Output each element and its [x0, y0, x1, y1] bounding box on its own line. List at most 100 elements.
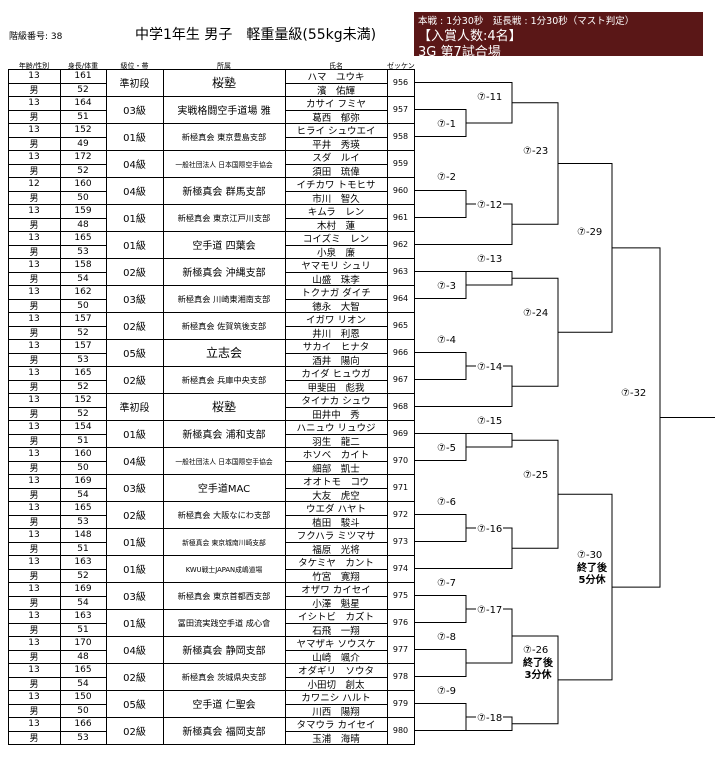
bout-16[interactable]: ⑦-16 [476, 524, 504, 535]
entry-name-kanji: 竹宮 寛翔 [312, 571, 360, 583]
entry-rank: 01級 [123, 241, 146, 252]
bout-25[interactable]: ⑦-25 [522, 470, 550, 481]
entry-weight: 50 [77, 462, 89, 473]
entry-rank: 01級 [123, 565, 146, 576]
entry-height: 148 [74, 530, 92, 540]
entry-name-kana: カイダ ヒュウガ [301, 369, 371, 380]
entry-age: 13 [28, 638, 40, 648]
table-row-mid-border [8, 245, 106, 246]
table-row-mid-border [285, 623, 387, 624]
entry-height: 152 [74, 125, 92, 135]
table-row-border [8, 555, 414, 556]
entry-weight: 52 [77, 570, 89, 581]
bout-3[interactable]: ⑦-3 [436, 281, 457, 292]
entry-rank: 04級 [123, 160, 146, 171]
entry-name-kana: タケミヤ カント [298, 558, 374, 569]
table-row-mid-border [285, 110, 387, 111]
bout-2[interactable]: ⑦-2 [436, 172, 457, 183]
entry-club: 新極真会 沖縄支部 [182, 268, 266, 279]
bout-11[interactable]: ⑦-11 [476, 92, 504, 103]
entry-weight: 51 [77, 543, 89, 554]
bout-14[interactable]: ⑦-14 [476, 362, 504, 373]
bout-7[interactable]: ⑦-7 [436, 578, 457, 589]
bout-13[interactable]: ⑦-13 [476, 254, 504, 265]
bout-29[interactable]: ⑦-29 [576, 227, 604, 238]
entry-sex: 男 [29, 626, 39, 636]
bracket-line [414, 514, 467, 542]
entry-sex: 男 [29, 248, 39, 258]
bracket-line [512, 277, 559, 387]
entry-bib: 974 [392, 564, 409, 573]
entry-rank: 01級 [123, 619, 146, 630]
table-row-mid-border [8, 326, 106, 327]
entry-sex: 男 [29, 140, 39, 150]
winners-count: 【入賞人数:4名】 [418, 29, 522, 44]
entry-sex: 男 [29, 329, 39, 339]
bout-30[interactable]: ⑦-30 [576, 550, 604, 561]
entry-height: 162 [74, 287, 92, 297]
entry-bib: 978 [392, 672, 409, 681]
table-row-mid-border [285, 704, 387, 705]
entry-weight: 54 [77, 597, 89, 608]
entry-age: 13 [28, 206, 40, 216]
table-row-mid-border [8, 164, 106, 165]
entry-rank: 02級 [123, 673, 146, 684]
bout-15[interactable]: ⑦-15 [476, 416, 504, 427]
entry-age: 13 [28, 503, 40, 513]
bout-6[interactable]: ⑦-6 [436, 497, 457, 508]
entry-rank: 準初段 [119, 79, 150, 90]
entry-height: 172 [74, 152, 92, 162]
col-header-club: 所属 [217, 62, 231, 70]
bout-17[interactable]: ⑦-17 [476, 605, 504, 616]
entry-weight: 51 [77, 435, 89, 446]
bracket-line [414, 271, 513, 286]
table-row-border [8, 312, 414, 313]
entry-club: 立志会 [205, 346, 242, 360]
table-row-mid-border [8, 596, 106, 597]
entry-name-kanji: 市川 智久 [312, 193, 360, 205]
bout-32[interactable]: ⑦-32 [620, 388, 648, 399]
table-row-border [8, 474, 414, 475]
entry-height: 165 [74, 665, 92, 675]
bout-24[interactable]: ⑦-24 [522, 308, 550, 319]
bout-1[interactable]: ⑦-1 [436, 119, 457, 130]
entry-rank: 04級 [123, 646, 146, 657]
entry-sex: 男 [29, 491, 39, 501]
table-row-mid-border [285, 434, 387, 435]
bout-4[interactable]: ⑦-4 [436, 335, 457, 346]
entry-weight: 49 [77, 138, 89, 149]
entry-sex: 男 [29, 86, 39, 96]
table-row-mid-border [285, 191, 387, 192]
table-row-mid-border [285, 488, 387, 489]
entry-bib: 979 [392, 699, 409, 708]
entry-sex: 男 [29, 680, 39, 690]
entry-name-kanji: 石飛 一翔 [312, 625, 360, 637]
time-rules: 本戦 : 1分30秒 延長戦 : 1分30秒（マスト判定） [418, 16, 635, 27]
entry-age: 13 [28, 152, 40, 162]
bout-26[interactable]: ⑦-26 [522, 645, 550, 656]
entry-rank: 01級 [123, 133, 146, 144]
entry-club: 新極真会 福岡支部 [182, 727, 266, 738]
entry-height: 154 [74, 422, 92, 432]
table-row-mid-border [285, 569, 387, 570]
table-row-mid-border [8, 110, 106, 111]
bout-9[interactable]: ⑦-9 [436, 686, 457, 697]
entry-bib: 972 [392, 510, 409, 519]
bout-12[interactable]: ⑦-12 [476, 200, 504, 211]
table-row-mid-border [8, 488, 106, 489]
entry-name-kana: ハマ ユウキ [307, 72, 365, 83]
bout-18[interactable]: ⑦-18 [476, 713, 504, 724]
entry-rank: 03級 [123, 295, 146, 306]
entry-club: 新極真会 浦和支部 [182, 430, 266, 441]
bout-5[interactable]: ⑦-5 [436, 443, 457, 454]
table-row-border [8, 528, 414, 529]
entry-name-kanji: 徳永 大智 [312, 301, 360, 313]
entry-club: 実戦格闘空手道場 雅 [177, 106, 271, 117]
bout-23[interactable]: ⑦-23 [522, 146, 550, 157]
entry-sex: 男 [29, 356, 39, 366]
entry-sex: 男 [29, 194, 39, 204]
entry-weight: 51 [77, 624, 89, 635]
bout-8[interactable]: ⑦-8 [436, 632, 457, 643]
entry-weight: 50 [77, 192, 89, 203]
entry-age: 13 [28, 314, 40, 324]
